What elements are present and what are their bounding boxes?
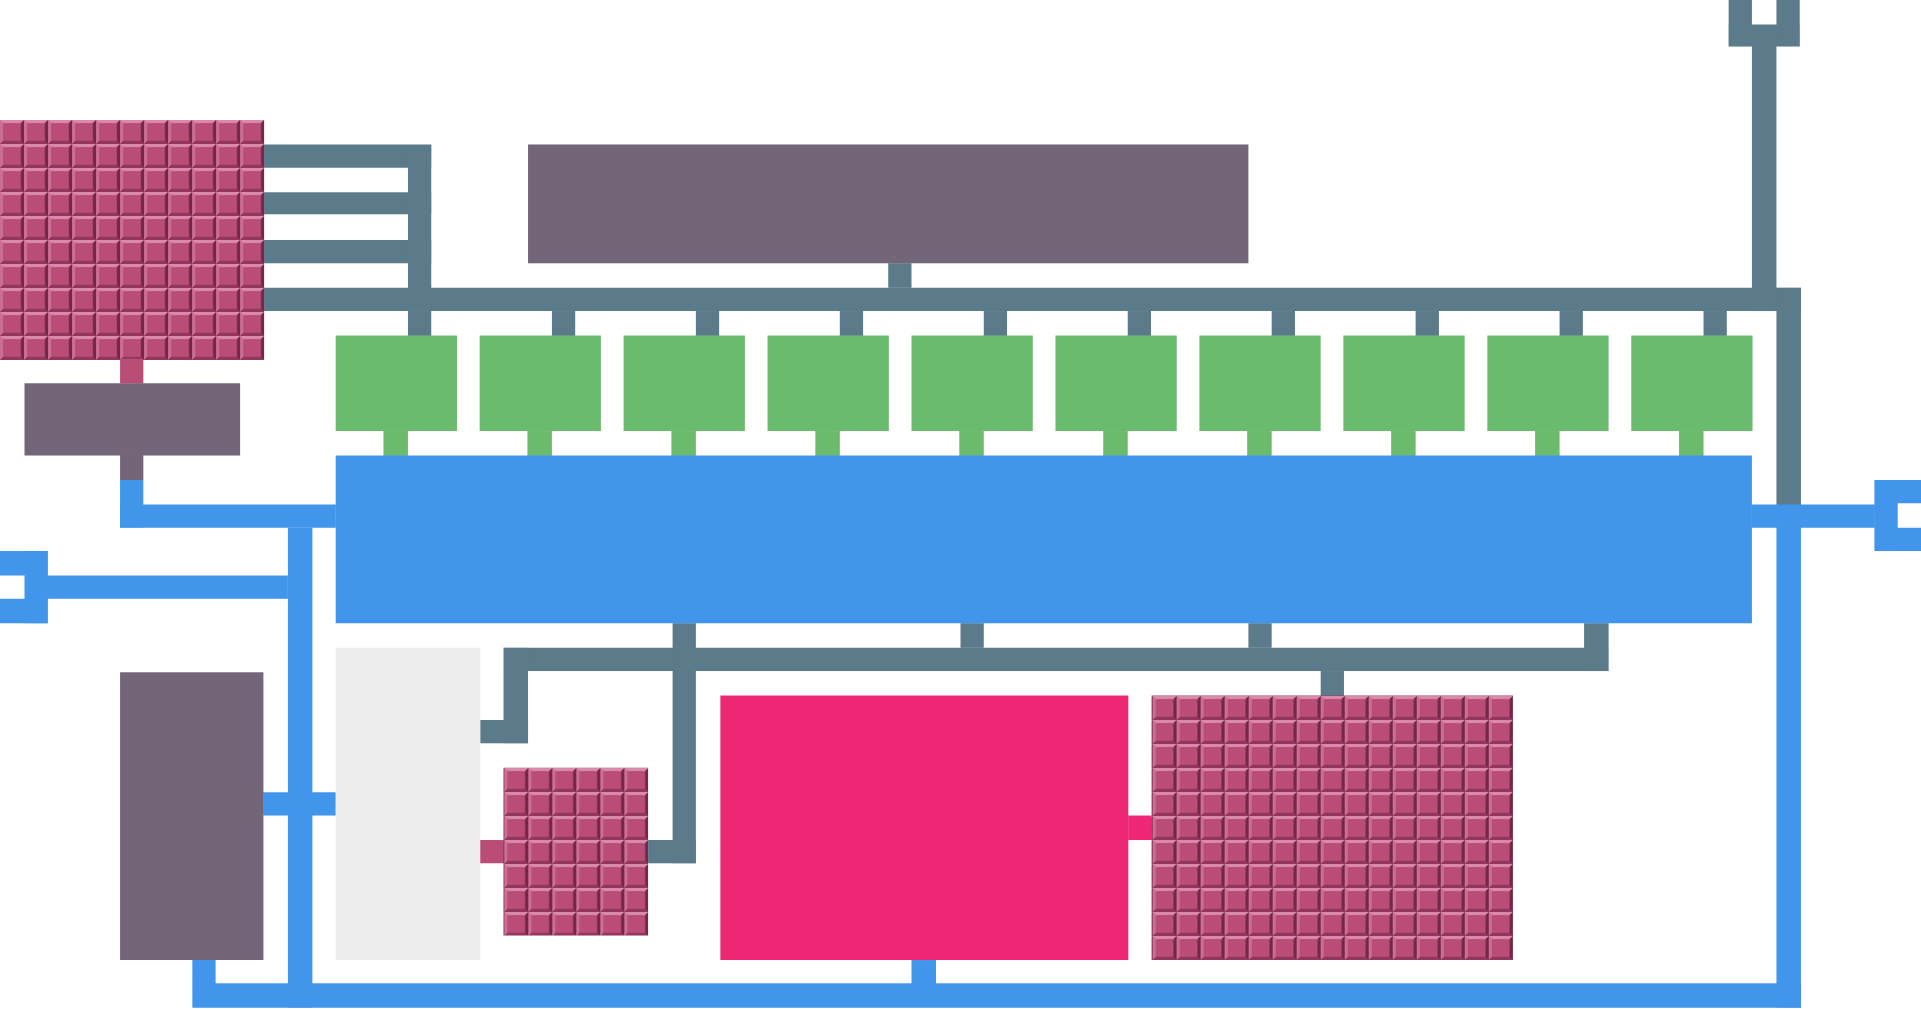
green-module-stem bbox=[1391, 431, 1416, 456]
green-module bbox=[1343, 335, 1465, 432]
top-purple-block bbox=[528, 144, 1249, 264]
bus-stem bbox=[407, 311, 432, 336]
main-blue-block bbox=[335, 455, 1752, 624]
green-module bbox=[1055, 335, 1177, 432]
green-module bbox=[1487, 335, 1609, 432]
green-module-stem bbox=[959, 431, 984, 456]
pink-connector bbox=[120, 358, 144, 384]
large-tile-grid bbox=[1151, 695, 1514, 961]
green-module-stem bbox=[815, 431, 840, 456]
green-module-stem bbox=[527, 431, 552, 456]
small-purple-block bbox=[24, 383, 241, 456]
gray-bus-lines bbox=[263, 0, 1801, 864]
green-module bbox=[1631, 335, 1753, 432]
bus-stem bbox=[1559, 311, 1583, 336]
green-modules bbox=[335, 335, 1753, 456]
pink-connector-small bbox=[480, 840, 504, 864]
pink-block bbox=[720, 695, 1129, 961]
bus-stem bbox=[551, 311, 576, 336]
light-gray-panel bbox=[335, 647, 481, 961]
bus-stem bbox=[839, 311, 864, 336]
green-module bbox=[911, 335, 1033, 432]
bus-stem bbox=[1703, 311, 1727, 336]
bus-stem bbox=[1127, 311, 1152, 336]
green-module-stem bbox=[671, 431, 696, 456]
bus-stem bbox=[983, 311, 1008, 336]
green-module bbox=[767, 335, 889, 432]
module-stems bbox=[407, 311, 1727, 336]
bus-stem bbox=[695, 311, 720, 336]
green-module bbox=[479, 335, 601, 432]
green-module-stem bbox=[383, 431, 408, 456]
blue-bus-lines bbox=[0, 480, 1921, 1008]
bus-stem bbox=[1415, 311, 1439, 336]
green-module-stem bbox=[1103, 431, 1128, 456]
top-left-tile-grid bbox=[0, 120, 265, 361]
green-module-stem bbox=[1679, 431, 1704, 456]
green-module bbox=[335, 335, 457, 432]
green-module-stem bbox=[1247, 431, 1272, 456]
green-module-stem bbox=[1535, 431, 1560, 456]
small-tile-grid bbox=[503, 767, 649, 936]
green-module bbox=[623, 335, 745, 432]
purple-connector bbox=[120, 455, 144, 481]
pink-connector-large bbox=[1128, 815, 1152, 841]
green-module bbox=[1199, 335, 1321, 432]
bus-stem bbox=[1271, 311, 1295, 336]
tall-purple-block bbox=[120, 672, 264, 961]
